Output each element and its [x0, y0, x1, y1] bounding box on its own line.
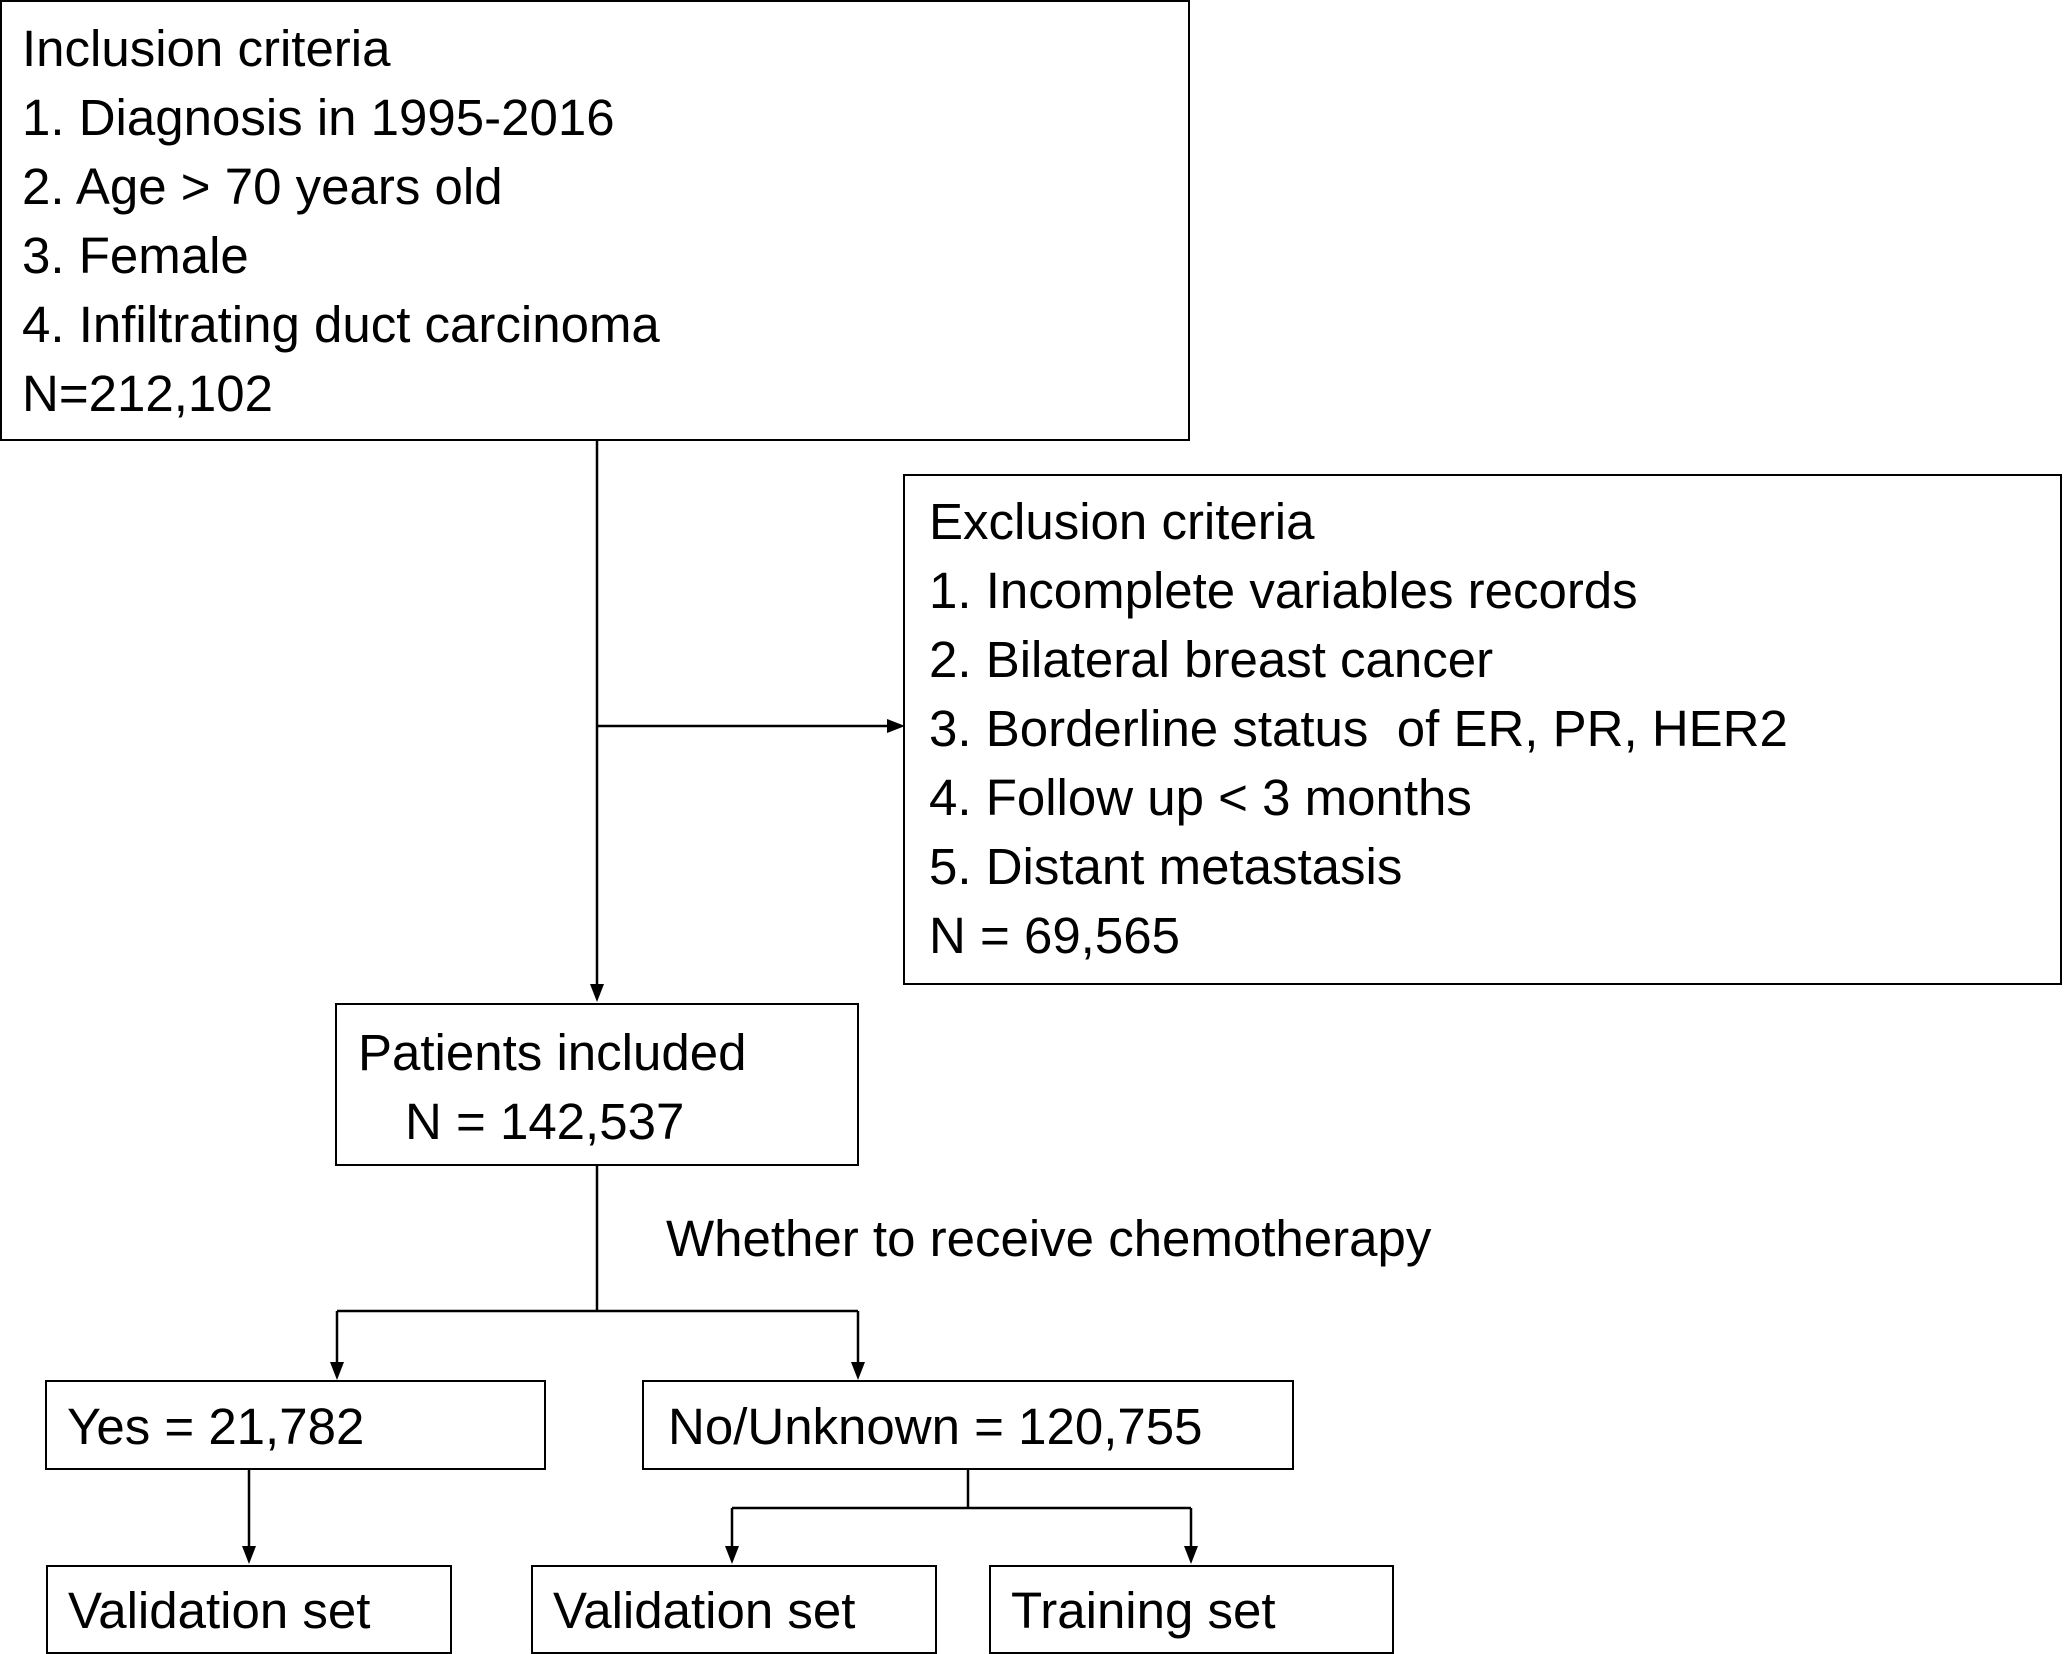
yes-group-count: Yes = 21,782 — [67, 1398, 365, 1455]
inclusion-item: 1. Diagnosis in 1995-2016 — [22, 89, 615, 146]
inclusion-item: 3. Female — [22, 227, 249, 284]
arrowhead-to-yes-validation — [242, 1546, 256, 1564]
patients-included-title: Patients included — [358, 1024, 747, 1081]
arrowhead-to-training — [1184, 1546, 1198, 1564]
exclusion-item: 1. Incomplete variables records — [929, 562, 1638, 619]
exclusion-title: Exclusion criteria — [929, 493, 1315, 550]
arrowhead-to-exclusion — [887, 719, 905, 733]
exclusion-criteria-box: Exclusion criteria 1. Incomplete variabl… — [903, 474, 2062, 985]
no-unknown-group-count: No/Unknown = 120,755 — [668, 1398, 1203, 1455]
patients-included-box: Patients included N = 142,537 — [335, 1003, 859, 1166]
arrowhead-to-yes — [330, 1362, 344, 1380]
exclusion-item: 5. Distant metastasis — [929, 838, 1403, 895]
arrowhead-to-no — [851, 1362, 865, 1380]
yes-validation-set-label: Validation set — [68, 1582, 371, 1639]
inclusion-criteria-box: Inclusion criteria 1. Diagnosis in 1995-… — [0, 0, 1190, 441]
inclusion-title: Inclusion criteria — [22, 20, 391, 77]
patients-included-count: N = 142,537 — [405, 1093, 685, 1150]
exclusion-item: 2. Bilateral breast cancer — [929, 631, 1494, 688]
arrowhead-to-included — [590, 984, 604, 1002]
inclusion-count: N=212,102 — [22, 365, 273, 422]
yes-validation-set-box: Validation set — [46, 1565, 452, 1654]
training-set-label: Training set — [1011, 1582, 1276, 1639]
chemotherapy-split-label: Whether to receive chemotherapy — [666, 1210, 1432, 1267]
no-validation-set-label: Validation set — [553, 1582, 856, 1639]
no-unknown-group-box: No/Unknown = 120,755 — [642, 1380, 1294, 1470]
exclusion-item: 4. Follow up < 3 months — [929, 769, 1472, 826]
inclusion-item: 2. Age > 70 years old — [22, 158, 503, 215]
exclusion-count: N = 69,565 — [929, 907, 1180, 964]
exclusion-item: 3. Borderline status of ER, PR, HER2 — [929, 700, 1788, 757]
yes-group-box: Yes = 21,782 — [45, 1380, 546, 1470]
no-validation-set-box: Validation set — [531, 1565, 937, 1654]
training-set-box: Training set — [989, 1565, 1394, 1654]
arrowhead-to-no-validation — [725, 1546, 739, 1564]
inclusion-item: 4. Infiltrating duct carcinoma — [22, 296, 660, 353]
